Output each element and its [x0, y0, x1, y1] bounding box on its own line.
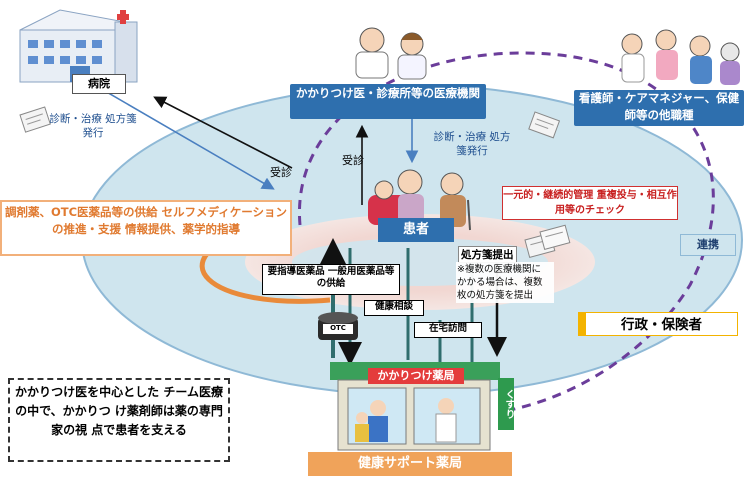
pharmacy-sign: かかりつけ薬局 — [368, 368, 464, 384]
care-staff-illustration — [621, 29, 740, 85]
hospital-illustration — [19, 9, 138, 83]
unified-management-box: 一元的・継続的管理 重複投与・相互作用等のチェック — [502, 186, 678, 220]
hospital-diagnosis-text: 診断・治療 処方箋発行 — [49, 113, 137, 139]
prescription-submit-title: 処方箋提出 — [458, 246, 517, 263]
hospital-label: 病院 — [72, 74, 126, 94]
home-visit-box: 在宅訪問 — [414, 322, 482, 338]
otc-label: OTC — [330, 324, 346, 332]
pharmacy-illustration — [330, 362, 500, 451]
prescription-icon-clinic — [528, 111, 561, 139]
admin-box: 行政・保険者 — [578, 312, 738, 336]
prescription-submit-note: ※複数の医療機関に かかる場合は、複数 枚の処方箋を提出 — [456, 262, 554, 303]
care-staff-box: 看護師・ケアマネジャー、保健師等の他職種 — [574, 90, 744, 126]
supply-box: 調剤薬、OTC医薬品等の供給 セルフメディケーションの推進・支援 情報提供、薬学… — [0, 200, 292, 256]
kusuri-sign: くすり — [498, 378, 514, 430]
clinic-visit-text: 受診 — [342, 154, 364, 167]
patient-box: 患者 — [378, 218, 454, 242]
otc-box-illustration — [318, 312, 358, 340]
clinic-box: かかりつけ医・診療所等の医療機関 — [290, 84, 486, 119]
patients-illustration — [368, 169, 471, 231]
clinic-diagnosis-text: 診断・治療 処方箋発行 — [433, 131, 511, 157]
renkei-badge: 連携 — [680, 234, 736, 256]
health-consult-box: 健康相談 — [364, 300, 424, 316]
otc-supply-box: 要指導医薬品 一般用医薬品等の供給 — [262, 264, 400, 295]
health-support-pharmacy-label: 健康サポート薬局 — [308, 452, 512, 476]
prescription-icon-hospital — [19, 106, 51, 133]
doctors-illustration — [355, 27, 427, 80]
concept-box: かかりつけ医を中心とした チーム医療の中で、かかりつ け薬剤師は薬の専門家の視 … — [8, 378, 230, 462]
hospital-visit-text: 受診 — [270, 166, 292, 179]
